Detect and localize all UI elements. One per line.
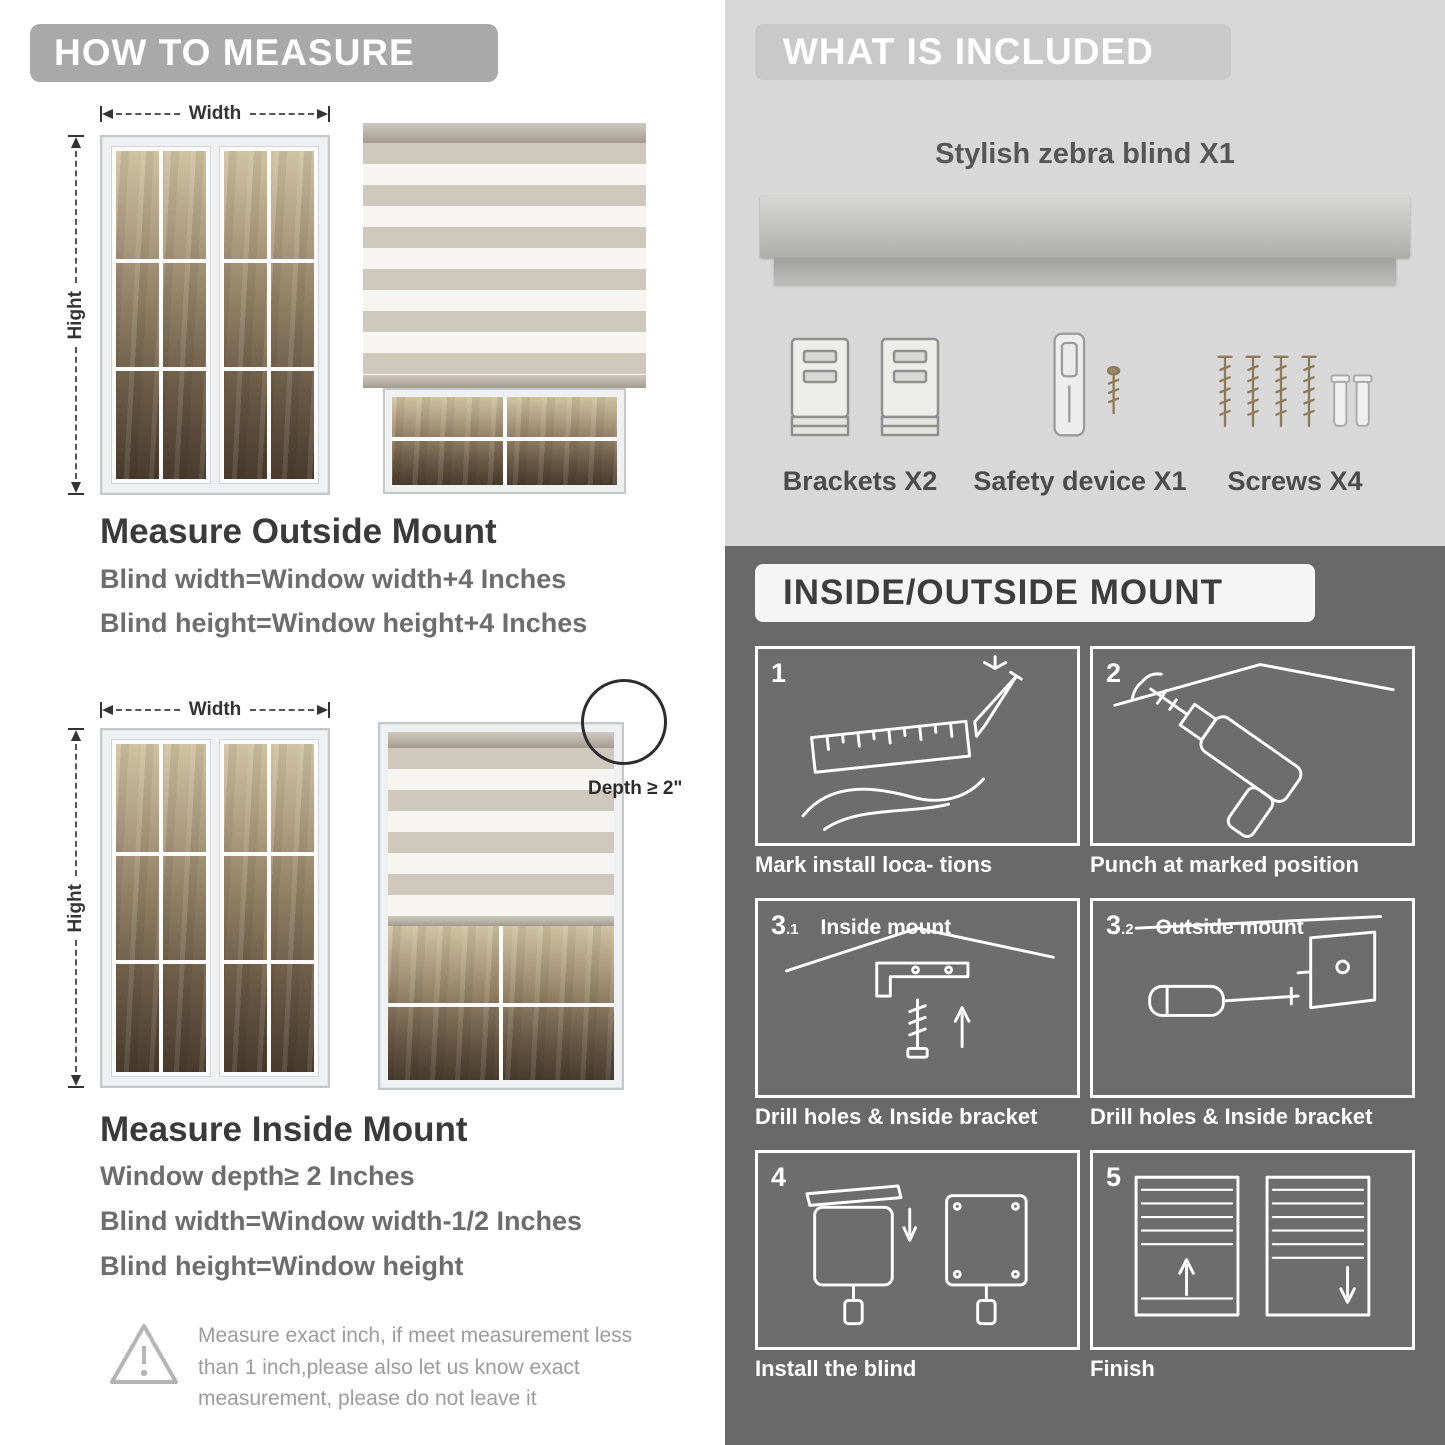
arrow-right-icon xyxy=(317,109,328,119)
width-label: Width xyxy=(188,699,242,720)
arrow-up-icon xyxy=(71,137,81,148)
mark-location-icon xyxy=(801,655,1023,831)
arrow-left-icon xyxy=(102,705,113,715)
mount-section: INSIDE/OUTSIDE MOUNT xyxy=(725,546,1445,1445)
height-arrow-inside: Hight xyxy=(62,728,90,1089)
brackets-label: Brackets X2 xyxy=(782,466,938,496)
step-panel-3-1: 3.1 Inside mount xyxy=(755,898,1080,1098)
step-panel-3-2: 3.2 Outside mount xyxy=(1090,898,1415,1098)
inside-mount-title: Measure Inside Mount xyxy=(100,1110,468,1149)
height-label: Hight xyxy=(65,883,86,933)
step-panel-1: 1 xyxy=(755,646,1080,846)
width-arrow-inside: Width xyxy=(100,698,330,722)
step-caption-5: Finish xyxy=(1090,1356,1155,1381)
arrow-down-icon xyxy=(71,1075,81,1087)
inside-formula-height: Blind height=Window height xyxy=(100,1251,464,1281)
window-below-blind xyxy=(383,388,626,494)
inside-formula-depth: Window depth≥ 2 Inches xyxy=(100,1161,415,1191)
outside-formula-width: Blind width=Window width+4 Inches xyxy=(100,564,567,594)
window-illustration-inside xyxy=(100,728,330,1088)
step-caption-4: Install the blind xyxy=(755,1356,917,1381)
safety-device-label: Safety device X1 xyxy=(973,466,1187,496)
arrow-left-icon xyxy=(102,109,113,119)
step-caption-3-1: Drill holes & Inside bracket xyxy=(755,1104,1038,1129)
depth-callout-circle xyxy=(581,679,667,765)
screws-label: Screws X4 xyxy=(1227,466,1363,496)
step-panel-2: 2 xyxy=(1090,646,1415,846)
blind-stripes xyxy=(388,748,614,916)
width-label: Width xyxy=(188,103,242,124)
mount-header: INSIDE/OUTSIDE MOUNT xyxy=(755,564,1315,622)
headrail-illustration xyxy=(760,196,1410,258)
install-blind-icon xyxy=(805,1184,1028,1326)
drill-icon xyxy=(1113,663,1395,838)
blind-stripes xyxy=(363,143,646,375)
inside-formula-width: Blind width=Window width-1/2 Inches xyxy=(100,1206,583,1236)
blind-item-label: Stylish zebra blind X1 xyxy=(935,138,1235,170)
blind-headrail xyxy=(388,732,614,748)
included-section: WHAT IS INCLUDED Stylish zebra blind X1 xyxy=(725,0,1445,546)
how-to-measure-header: HOW TO MEASURE xyxy=(30,24,498,82)
outside-formula-height: Blind height=Window height+4 Inches xyxy=(100,608,588,638)
step-caption-1: Mark install loca- tions xyxy=(755,852,993,877)
screws-icon xyxy=(1205,340,1385,452)
outside-bracket-icon xyxy=(1134,915,1382,1017)
safety-device-icon xyxy=(1025,326,1145,456)
headrail-valance xyxy=(774,258,1396,284)
zebra-blind-illustration-outside xyxy=(363,123,646,494)
step-panel-5: 5 xyxy=(1090,1150,1415,1350)
arrow-up-icon xyxy=(71,730,81,741)
blind-bottomrail xyxy=(363,375,646,388)
height-label: Hight xyxy=(65,290,86,340)
finish-blinds-icon xyxy=(1134,1175,1371,1317)
brackets-icon xyxy=(780,330,950,452)
step-panel-4: 4 xyxy=(755,1150,1080,1350)
step-caption-3-2: Drill holes & Inside bracket xyxy=(1090,1104,1373,1129)
blind-bottomrail xyxy=(388,916,614,926)
width-arrow-outside: Width xyxy=(100,102,330,126)
arrow-down-icon xyxy=(71,482,81,494)
blind-headrail xyxy=(363,123,646,143)
arrow-right-icon xyxy=(317,705,328,715)
inside-bracket-icon xyxy=(785,926,1055,1059)
window-illustration-outside xyxy=(100,135,330,495)
zebra-blind-illustration-inside xyxy=(378,722,624,1090)
depth-label: Depth ≥ 2" xyxy=(588,778,683,799)
outside-mount-title: Measure Outside Mount xyxy=(100,512,497,551)
warning-icon xyxy=(104,1316,184,1396)
height-arrow-outside: Hight xyxy=(62,135,90,496)
step-caption-2: Punch at marked position xyxy=(1090,852,1359,877)
included-header: WHAT IS INCLUDED xyxy=(755,24,1231,80)
measure-warning-note: Measure exact inch, if meet measurement … xyxy=(198,1324,633,1410)
